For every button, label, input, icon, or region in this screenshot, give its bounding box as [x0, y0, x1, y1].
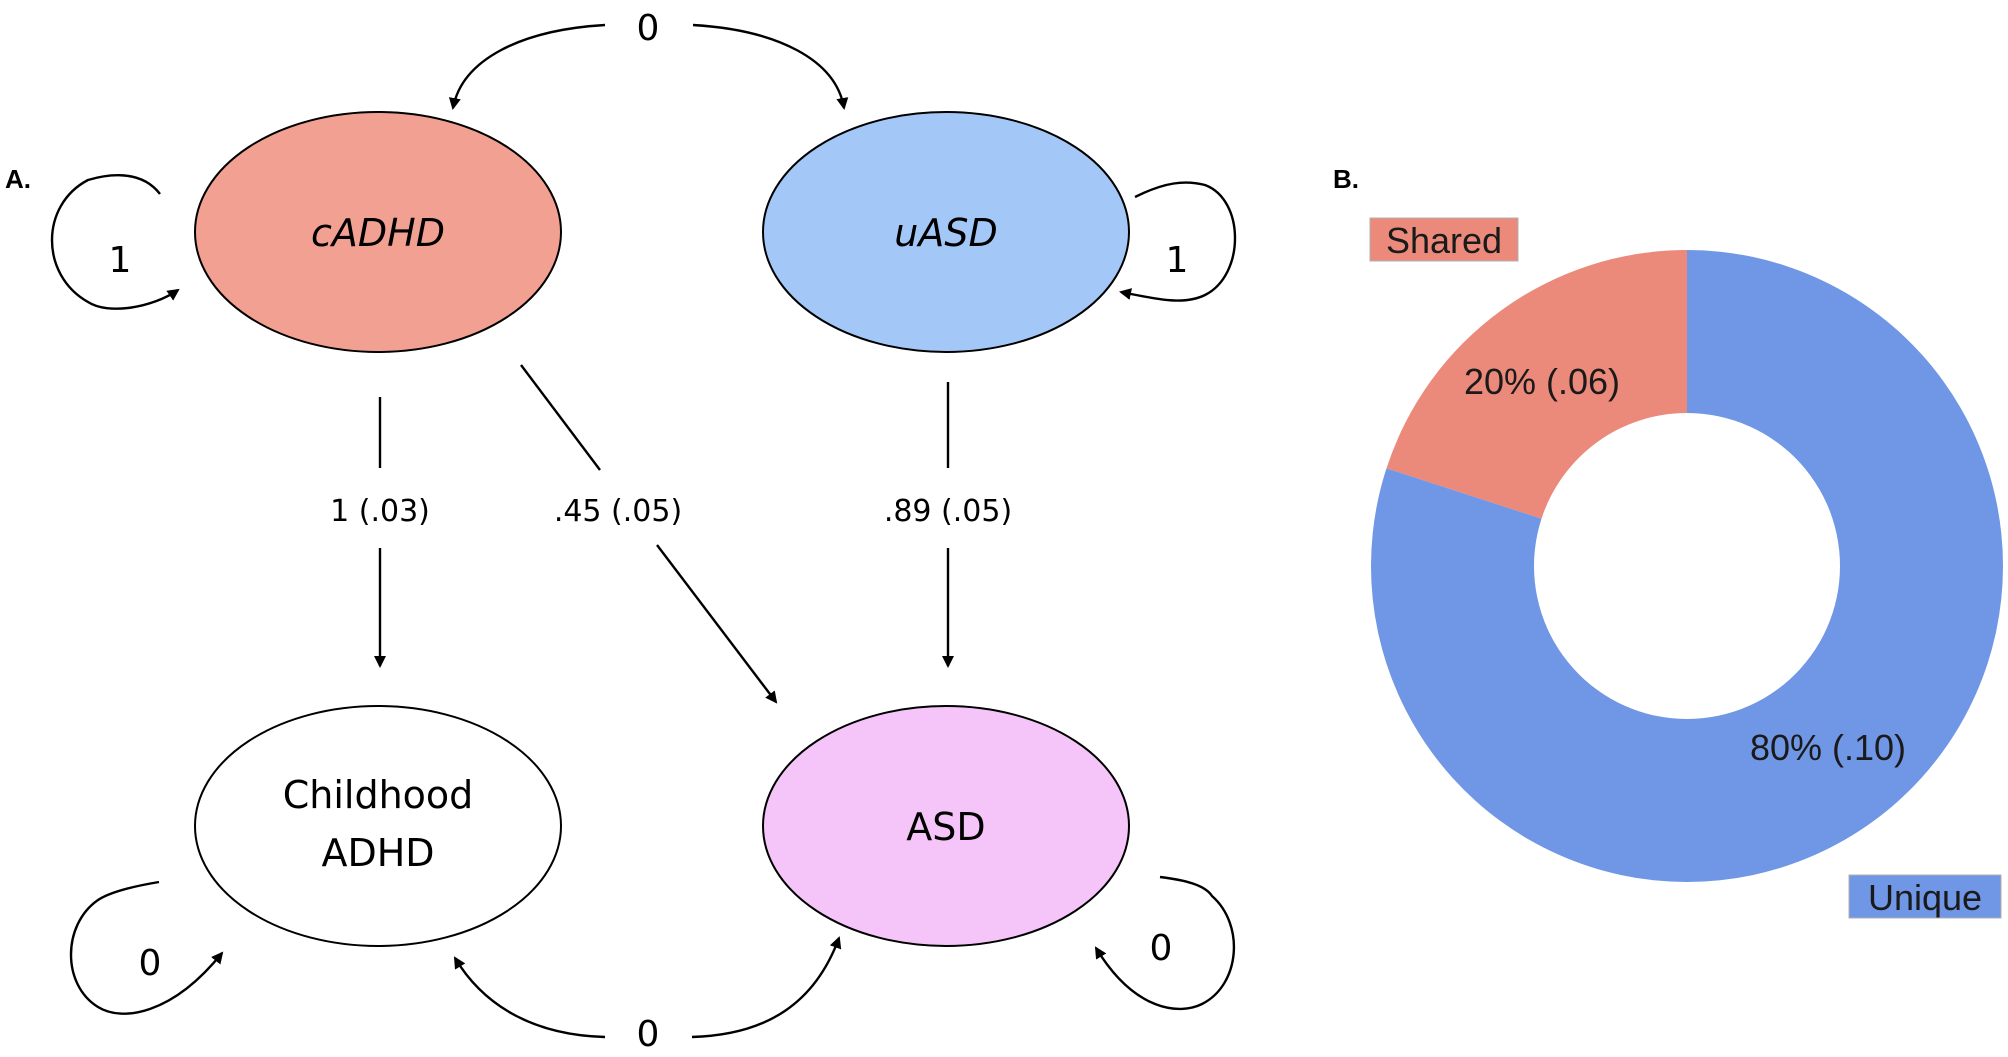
variance-asd-label: 0 — [1150, 928, 1173, 969]
node-cadhd-label: cADHD — [311, 211, 445, 255]
path-uasd-to-asd: .89 (.05) — [884, 382, 1012, 668]
node-asd-shape — [762, 705, 1130, 947]
legend-unique-box — [1848, 874, 2002, 919]
observed-covariance: 0 — [453, 936, 842, 1055]
node-uasd-shape — [762, 111, 1130, 353]
path-cadhd-to-asd: .45 (.05) — [520, 364, 778, 704]
legend-unique-label: Unique — [1868, 877, 1982, 918]
observed-covariance-label: 0 — [637, 1014, 660, 1055]
node-childhood-adhd-line2: ADHD — [321, 831, 434, 875]
latent-covariance-label: 0 — [637, 8, 660, 49]
donut-value-label-shared: 20% (.06) — [1464, 361, 1620, 402]
variance-uasd-label: 1 — [1166, 240, 1189, 281]
node-uasd-label: uASD — [894, 211, 997, 255]
variance-loop-asd: 0 — [1094, 875, 1236, 1011]
variance-childhood-adhd-label: 0 — [139, 943, 162, 984]
node-cadhd: cADHD — [194, 111, 562, 353]
node-uasd: uASD — [762, 111, 1130, 353]
path-cadhd-to-childhood-adhd: 1 (.03) — [330, 397, 430, 668]
panel-a-label: A. — [5, 164, 31, 194]
node-asd: ASD — [762, 705, 1130, 947]
node-childhood-adhd-line1: Childhood — [283, 773, 474, 817]
donut-value-label-unique: 80% (.10) — [1750, 727, 1906, 768]
legend-shared-label: Shared — [1386, 220, 1502, 261]
node-childhood-adhd: Childhood ADHD — [194, 705, 562, 947]
path-cadhd-to-asd-label: .45 (.05) — [554, 494, 682, 529]
legend-shared-box — [1369, 217, 1519, 262]
path-cadhd-to-childhood-adhd-label: 1 (.03) — [330, 494, 430, 529]
path-uasd-to-asd-label: .89 (.05) — [884, 494, 1012, 529]
donut-slice-shared — [1386, 250, 1687, 519]
node-cadhd-shape — [194, 111, 562, 353]
panel-b-label: B. — [1333, 164, 1359, 194]
node-asd-label: ASD — [906, 805, 985, 849]
variance-loop-uasd: 1 — [1119, 181, 1237, 302]
latent-covariance: 0 — [448, 8, 849, 110]
variance-cadhd-label: 1 — [109, 240, 132, 281]
legend-shared: Shared — [1369, 217, 1519, 262]
variance-loop-childhood-adhd: 0 — [69, 880, 224, 1015]
node-childhood-adhd-shape — [194, 705, 562, 947]
donut-chart: 20% (.06) 80% (.10) — [1371, 250, 2004, 883]
variance-loop-cadhd: 1 — [50, 174, 180, 310]
donut-slice-unique — [1371, 250, 2004, 883]
legend-unique: Unique — [1848, 874, 2002, 919]
